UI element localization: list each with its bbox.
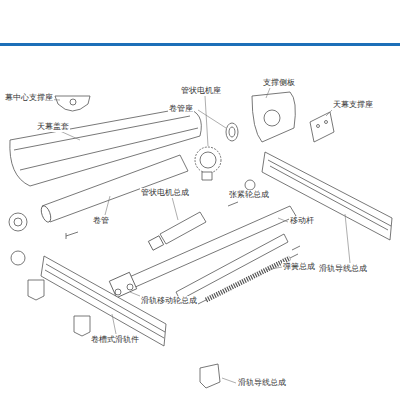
part-label: 支撑侧板 bbox=[262, 78, 296, 88]
part-label: 滑轨导线总成 bbox=[237, 378, 287, 388]
wheel-block bbox=[109, 272, 136, 297]
leader-line bbox=[198, 110, 226, 128]
rail-end-cap bbox=[200, 364, 220, 388]
support-bracket bbox=[310, 112, 334, 142]
pulley-hub bbox=[14, 218, 22, 226]
leader-line bbox=[112, 314, 116, 334]
tension-wheel bbox=[245, 180, 255, 190]
leader-lines bbox=[42, 88, 350, 383]
part-label: 移动杆 bbox=[289, 216, 315, 226]
tube-seat-bore bbox=[229, 127, 235, 137]
part-label: 弹簧总成 bbox=[282, 262, 316, 272]
leader-line bbox=[60, 131, 80, 140]
leader-line bbox=[345, 214, 350, 263]
part-label: 天幕盖套 bbox=[36, 122, 70, 132]
part-label: 管状电机总成 bbox=[140, 188, 190, 198]
gear-shaft bbox=[202, 172, 212, 180]
motor-head bbox=[148, 236, 163, 250]
part-label: 天幕支撑座 bbox=[332, 100, 374, 110]
tube-seat bbox=[226, 123, 238, 141]
gear-hub bbox=[200, 152, 216, 168]
leader-line bbox=[278, 218, 288, 222]
spring bbox=[206, 258, 290, 300]
center-bracket bbox=[55, 96, 90, 111]
leader-line bbox=[222, 378, 236, 383]
end-pulley bbox=[9, 213, 27, 231]
part-label: 滑轨移动轮总成 bbox=[140, 296, 198, 306]
part-label: 卷槽式滑轨件 bbox=[90, 335, 140, 345]
rail-bracket bbox=[74, 316, 90, 336]
tubular-motor bbox=[160, 212, 206, 244]
motor-gear bbox=[195, 147, 221, 173]
part-label: 滑轨导线总成 bbox=[318, 264, 368, 274]
part-label: 幕中心支撑座 bbox=[4, 93, 54, 103]
bracket-hole bbox=[70, 99, 76, 105]
leader-line bbox=[130, 292, 140, 296]
end-pulley bbox=[11, 251, 25, 265]
leader-line bbox=[205, 96, 208, 146]
plate-hole bbox=[264, 110, 280, 126]
leader-line bbox=[266, 267, 282, 270]
leader-line bbox=[105, 196, 110, 215]
leader-line bbox=[266, 88, 270, 98]
rail-bracket bbox=[28, 280, 44, 300]
tube-end bbox=[39, 205, 52, 224]
rail-wheel bbox=[115, 289, 121, 295]
screw bbox=[228, 202, 238, 206]
bolt-hole bbox=[317, 125, 320, 128]
side-plate bbox=[252, 92, 295, 142]
part-label: 卷管 bbox=[92, 216, 110, 226]
bolt-hole bbox=[325, 121, 328, 124]
rail-wheel bbox=[127, 284, 133, 290]
screw bbox=[292, 246, 300, 250]
header-rule bbox=[0, 43, 400, 46]
screw bbox=[66, 232, 78, 239]
guide-rail bbox=[262, 152, 392, 240]
part-label: 张紧轮总成 bbox=[228, 190, 270, 200]
part-label: 管状电机座 bbox=[180, 86, 222, 96]
leader-line bbox=[172, 197, 178, 220]
part-label: 卷管座 bbox=[168, 104, 194, 114]
